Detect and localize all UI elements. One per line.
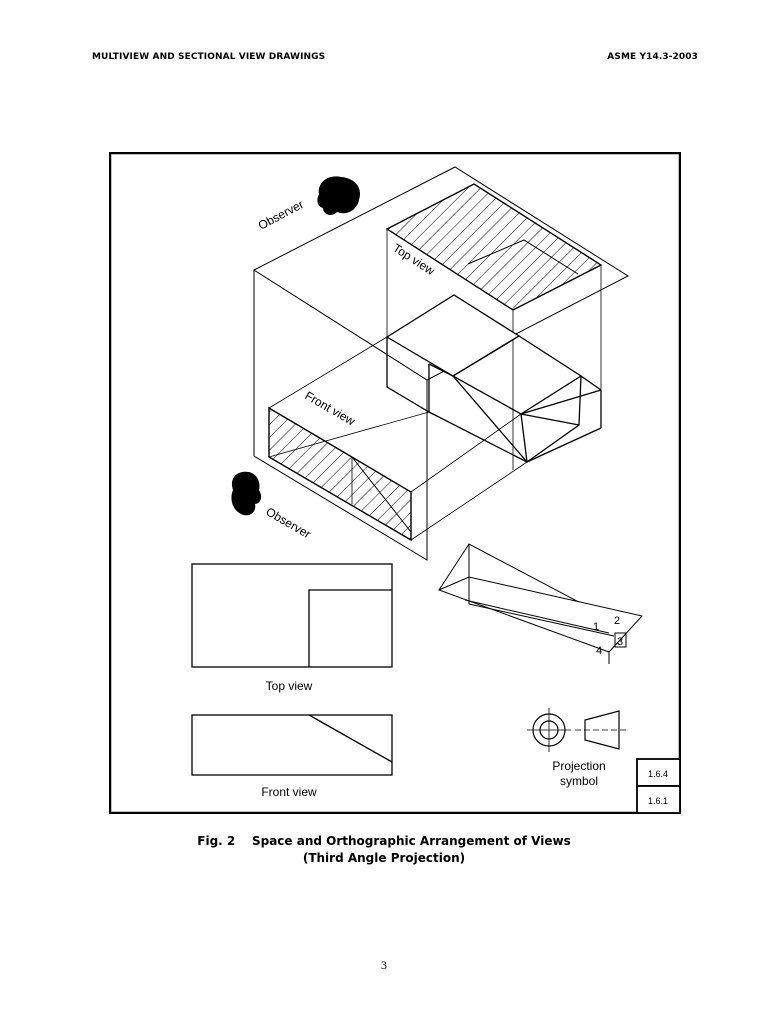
page-number: 3: [381, 958, 387, 972]
ortho-front-view-label: Front view: [261, 785, 317, 799]
frontal-projection-plane: [253, 270, 428, 561]
horizontal-projection-plane: [252, 166, 630, 381]
quadrant-planes: [437, 543, 643, 664]
projection-symbol-label-line1: Projection: [552, 759, 605, 773]
quadrant-4: 4: [596, 645, 602, 657]
figure-caption: Fig. 2 Space and Orthographic Arrangemen…: [197, 834, 571, 848]
figure-caption-subtitle: (Third Angle Projection): [302, 851, 466, 865]
projection-symbol-icon: [527, 708, 627, 752]
ortho-top-view-step: [308, 589, 392, 667]
quadrant-3: 3: [617, 636, 623, 648]
observer-front-label: Observer: [264, 504, 314, 541]
observer-top-head-icon: [317, 176, 361, 215]
observer-front-head-icon: [231, 471, 262, 516]
front-view-slope-edge: [351, 456, 412, 533]
ortho-top-view-label: Top view: [266, 679, 313, 693]
running-header-standard: ASME Y14.3-2003: [607, 52, 698, 62]
projection-symbol-label-line2: symbol: [560, 774, 598, 788]
ref-box-lower: [636, 785, 681, 814]
top-view-slope-edge: [467, 239, 579, 275]
ortho-front-view: [191, 714, 393, 776]
quadrant-1: 1: [593, 621, 599, 633]
figure-border: [109, 152, 681, 814]
ref-lower: 1.6.1: [648, 796, 668, 806]
top-view-hatched-face: [385, 183, 603, 311]
quadrant-2: 2: [614, 615, 620, 627]
figure-2: Top view Front view Observer Observer To…: [109, 152, 681, 814]
ortho-top-view: [191, 563, 393, 668]
front-view-plane-label: Front view: [303, 388, 358, 428]
quadrant-3-box: [614, 632, 627, 648]
front-view-hatched-face: [268, 406, 412, 542]
ref-upper: 1.6.4: [648, 769, 668, 779]
observer-top-label: Observer: [256, 197, 306, 233]
running-header-title: MULTIVIEW AND SECTIONAL VIEW DRAWINGS: [92, 52, 326, 62]
isometric-object: [385, 294, 602, 464]
ortho-front-view-slope: [308, 714, 393, 763]
